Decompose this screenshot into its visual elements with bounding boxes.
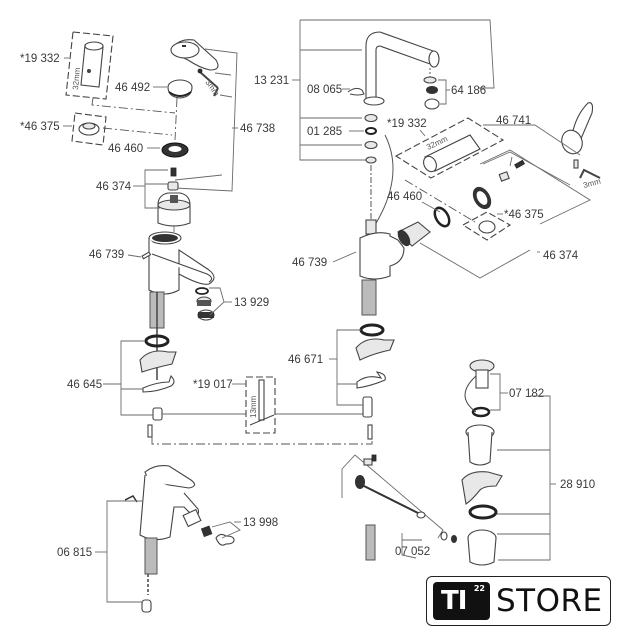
label-46645: 46 645 — [67, 379, 102, 391]
label-19332-right: *19 332 — [387, 118, 427, 130]
adapter-46375-right — [461, 211, 512, 241]
aerator-13929 — [195, 287, 215, 321]
popup-rod-07052 — [341, 454, 457, 543]
label-13998: 13 998 — [243, 517, 278, 529]
adapter-46375-left — [71, 112, 107, 146]
label-46739-right: 46 739 — [292, 257, 327, 269]
cartridge-tool-left: 32mm — [65, 31, 114, 100]
label-46374-right: 46 374 — [543, 250, 579, 262]
label-46738: 46 738 — [240, 123, 275, 135]
label-46671: 46 671 — [288, 354, 323, 366]
dim-3mm-left: 3mm — [203, 78, 221, 98]
store-logo: TI 22 STORE — [426, 576, 611, 626]
nut-46460-left — [161, 142, 189, 158]
basin-mixer-body-left — [141, 225, 215, 295]
dim-3mm-right: 3mm — [582, 177, 602, 190]
fixing-set-46645 — [139, 334, 177, 438]
label-19017: *19 017 — [193, 379, 233, 391]
label-46739-left: 46 739 — [89, 249, 124, 261]
clip-08065 — [347, 87, 365, 96]
logo-superscript: 22 — [473, 584, 485, 593]
bidet-spray-13998 — [200, 525, 235, 546]
basin-mixer-body-right — [359, 219, 431, 280]
label-06815: 06 815 — [57, 547, 92, 559]
dim-32mm-left: 32mm — [71, 67, 82, 90]
aerator-64186 — [423, 76, 440, 110]
cartridge-46374-left — [157, 167, 191, 227]
logo-mark: TI 22 — [433, 582, 490, 620]
label-46375-left: *46 375 — [20, 121, 60, 133]
label-19332-left: *19 332 — [20, 53, 60, 65]
popup-plug-07182 — [464, 359, 495, 418]
fixing-set-46671 — [355, 323, 395, 440]
label-13929: 13 929 — [234, 297, 269, 309]
label-46374-left: 46 374 — [96, 181, 132, 193]
lever-handle-right: 3mm — [561, 102, 602, 190]
label-07182: 07 182 — [509, 388, 544, 400]
waste-body-28910 — [461, 424, 503, 566]
label-28910: 28 910 — [560, 479, 595, 491]
tool-19017: 13mm — [245, 376, 276, 434]
nut-46460-right — [433, 186, 492, 228]
label-46741: 46 741 — [496, 115, 531, 127]
label-46492: 46 492 — [115, 82, 150, 94]
logo-text: STORE — [496, 583, 603, 619]
bidet-mixer-body — [124, 465, 202, 541]
label-46460-left: 46 460 — [108, 143, 143, 155]
logo-mark-text: TI — [441, 586, 467, 616]
label-46460-right: 46 460 — [387, 191, 422, 203]
hose-right-lower — [365, 524, 376, 561]
label-08065: 08 065 — [307, 84, 342, 96]
hose-bidet — [144, 537, 158, 575]
label-13231: 13 231 — [254, 75, 289, 87]
dim-13mm: 13mm — [249, 395, 258, 418]
hose-right — [361, 279, 377, 316]
lever-handle-left — [170, 39, 219, 71]
cap-46492 — [167, 79, 193, 99]
hose-end-bidet — [141, 599, 152, 613]
label-46375-right: *46 375 — [504, 209, 544, 221]
spout-13231 — [363, 31, 440, 106]
label-64186: 64 186 — [451, 85, 486, 97]
label-01285: 01 285 — [307, 126, 342, 138]
label-07052: 07 052 — [395, 546, 430, 558]
nuts-01285 — [364, 113, 394, 226]
